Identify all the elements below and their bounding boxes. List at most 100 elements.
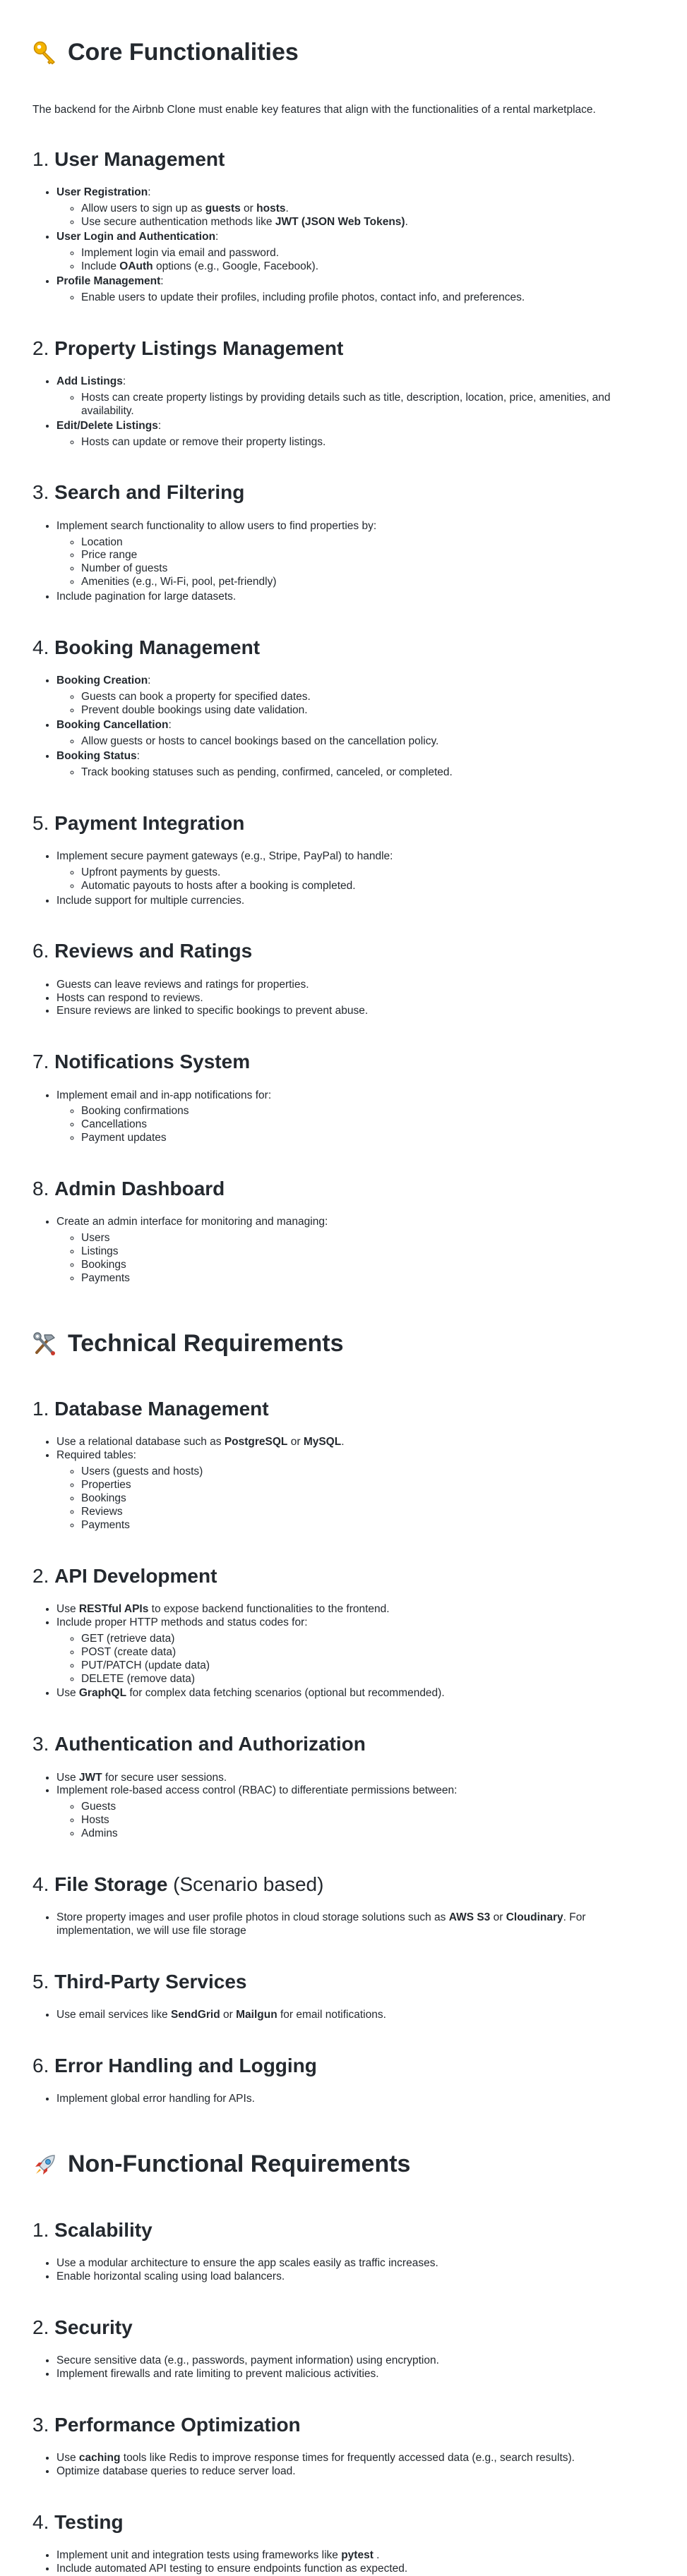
- text-run: tools like Redis to improve response tim…: [120, 2451, 575, 2464]
- text-run: .: [341, 1436, 345, 1449]
- bold-text: caching: [78, 2451, 121, 2464]
- list-item: Optimize database queries to reduce serv…: [56, 2465, 655, 2479]
- text-run: Use: [56, 1771, 79, 1784]
- item-text: Secure sensitive data (e.g., passwords, …: [56, 2354, 439, 2366]
- sub-list-item: Booking confirmations: [81, 1105, 655, 1118]
- text-run: Admins: [81, 1827, 118, 1840]
- text-run: . For implementation, we will use file s…: [56, 1911, 586, 1937]
- section-title: Performance Optimization: [54, 2413, 301, 2436]
- text-run: Payments: [81, 1271, 130, 1284]
- item-label-suffix: :: [148, 186, 151, 199]
- sub-list-item: Implement login via email and password.: [81, 247, 655, 260]
- text-run: .: [285, 202, 289, 215]
- section-number: 7.: [32, 1051, 49, 1073]
- sub-list-item: Bookings: [81, 1259, 655, 1272]
- section-title: Notifications System: [54, 1051, 251, 1073]
- sub-list-item: POST (create data): [81, 1646, 655, 1659]
- text-run: Price range: [81, 549, 138, 562]
- section-title: Admin Dashboard: [54, 1178, 225, 1200]
- text-run: Automatic payouts to hosts after a booki…: [81, 879, 356, 892]
- bold-text: Mailgun: [236, 2009, 277, 2021]
- sub-list: UsersListingsBookingsPayments: [56, 1232, 655, 1286]
- bold-text: SendGrid: [170, 2009, 220, 2021]
- sub-list-item: Guests: [81, 1801, 655, 1814]
- text-run: or: [220, 2009, 237, 2021]
- bold-text: GraphQL: [78, 1687, 127, 1700]
- list-item: Secure sensitive data (e.g., passwords, …: [56, 2354, 655, 2368]
- sub-list-item: Amenities (e.g., Wi-Fi, pool, pet-friend…: [81, 576, 655, 589]
- text-run: GET (retrieve data): [81, 1632, 175, 1645]
- section-number: 5.: [32, 811, 49, 834]
- sub-list: Guests can book a property for specified…: [56, 691, 655, 718]
- item-text: Include automated API testing to ensure …: [56, 2562, 408, 2575]
- text-run: Store property images and user profile p…: [56, 1911, 449, 1924]
- section-title: API Development: [54, 1564, 217, 1587]
- text-run: Use a relational database such as: [56, 1436, 225, 1449]
- list-item: Hosts can respond to reviews.: [56, 992, 655, 1005]
- technical-requirements-heading: Technical Requirements: [32, 1329, 655, 1357]
- sub-list-item: Hosts: [81, 1814, 655, 1827]
- section-list: Add Listings:Hosts can create property l…: [32, 375, 655, 449]
- bold-text: hosts: [256, 202, 286, 215]
- sub-list-item: Users (guests and hosts): [81, 1465, 655, 1479]
- core-sections: 1. User ManagementUser Registration:Allo…: [32, 148, 655, 1286]
- text-run: for secure user sessions.: [102, 1771, 227, 1784]
- section-number: 1.: [32, 2218, 49, 2241]
- section-heading-booking-management: 4. Booking Management: [32, 636, 655, 659]
- text-run: Use secure authentication methods like: [81, 216, 275, 229]
- technical-requirements-title: Technical Requirements: [68, 1329, 344, 1357]
- list-item: User Registration: Allow users to sign up…: [56, 186, 655, 229]
- list-item: Booking Creation: Guests can book a prope…: [56, 675, 655, 718]
- text-run: Implement login via email and password.: [81, 247, 279, 260]
- list-item: Profile Management:Enable users to updat…: [56, 275, 655, 305]
- list-item: Booking Cancellation:Allow guests or hos…: [56, 719, 655, 749]
- text-run: to expose backend functionalities to the…: [148, 1602, 390, 1615]
- sub-list: Allow users to sign up as guests or host…: [56, 202, 655, 229]
- section-list: Store property images and user profile p…: [32, 1911, 655, 1938]
- item-label-suffix: :: [148, 675, 151, 687]
- sub-list-item: GET (retrieve data): [81, 1633, 655, 1646]
- item-label-suffix: :: [136, 749, 140, 762]
- text-run: Upfront payments by guests.: [81, 866, 221, 878]
- section-title: Payment Integration: [54, 811, 245, 834]
- text-run: Amenities (e.g., Wi-Fi, pool, pet-friend…: [81, 576, 277, 588]
- technical-sections: 1. Database ManagementUse a relational d…: [32, 1398, 655, 2106]
- text-run: for email notifications.: [277, 2009, 386, 2021]
- sub-list: Upfront payments by guests.Automatic pay…: [56, 866, 655, 893]
- list-item: Store property images and user profile p…: [56, 1911, 655, 1938]
- section-number: 1.: [32, 148, 49, 171]
- text-run: Reviews: [81, 1505, 123, 1518]
- section-title: File Storage: [54, 1873, 168, 1896]
- bold-text: guests: [205, 202, 241, 215]
- sub-list: Allow guests or hosts to cancel bookings…: [56, 735, 655, 749]
- bold-text: OAuth: [119, 260, 153, 273]
- item-label-suffix: :: [122, 375, 126, 387]
- list-item: Implement global error handling for APIs…: [56, 2093, 655, 2106]
- section-heading-user-management: 1. User Management: [32, 148, 655, 171]
- sub-list-item: Number of guests: [81, 562, 655, 576]
- text-run: Cancellations: [81, 1118, 148, 1131]
- text-run: Guests: [81, 1801, 117, 1813]
- section-heading-property-listings-management: 2. Property Listings Management: [32, 337, 655, 360]
- section-list: Create an admin interface for monitoring…: [32, 1216, 655, 1286]
- item-label: User Registration: [56, 186, 148, 199]
- text-run: Users (guests and hosts): [81, 1465, 203, 1478]
- sub-list-item: Automatic payouts to hosts after a booki…: [81, 880, 655, 893]
- text-run: options (e.g., Google, Facebook).: [153, 260, 319, 273]
- sub-list-item: Reviews: [81, 1506, 655, 1519]
- section-title: Search and Filtering: [54, 481, 245, 504]
- section-heading-testing: 4. Testing: [32, 2511, 655, 2534]
- item-label: Booking Creation: [56, 675, 148, 687]
- item-text: Optimize database queries to reduce serv…: [56, 2465, 296, 2477]
- nonfunctional-requirements-title: Non-Functional Requirements: [68, 2151, 411, 2178]
- text-run: Hosts: [81, 1814, 109, 1827]
- text-run: POST (create data): [81, 1645, 177, 1658]
- item-text: Ensure reviews are linked to specific bo…: [56, 1005, 369, 1017]
- item-text: Include proper HTTP methods and status c…: [56, 1616, 308, 1628]
- text-run: Hosts can update or remove their propert…: [81, 435, 326, 448]
- sub-list-item: PUT/PATCH (update data): [81, 1659, 655, 1673]
- key-icon: [32, 40, 58, 66]
- section-heading-database-management: 1. Database Management: [32, 1398, 655, 1420]
- bold-text: RESTful APIs: [78, 1602, 149, 1615]
- item-label-suffix: :: [168, 718, 172, 731]
